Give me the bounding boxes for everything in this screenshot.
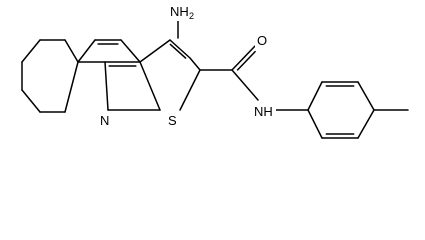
amide-nitrogen-label: NH <box>252 102 276 120</box>
bond-line <box>231 69 259 101</box>
bond-line <box>189 57 201 71</box>
bond-line <box>64 39 79 63</box>
amide-nh-text: NH <box>254 104 273 119</box>
sulfur-text: S <box>168 113 177 128</box>
double-bond-line <box>169 43 187 59</box>
bond-line <box>21 39 41 63</box>
sulfur-label: S <box>166 111 180 129</box>
bond-line <box>307 109 323 139</box>
bond-line <box>169 39 191 59</box>
bond-line <box>120 39 141 63</box>
nitrogen-text: N <box>100 113 109 128</box>
bond-line <box>139 61 161 111</box>
bond-lines <box>21 19 409 139</box>
bond-line <box>231 45 256 71</box>
bond-line <box>179 69 201 111</box>
amino-group-label: NH 2 <box>168 1 196 21</box>
bond-line <box>357 81 375 111</box>
bond-line <box>21 89 41 113</box>
ring-nitrogen-label: N <box>98 111 112 129</box>
bond-line <box>307 81 323 111</box>
carbonyl-oxygen-label: O <box>255 31 269 49</box>
amino-subscript-text: 2 <box>189 11 194 21</box>
bond-line <box>139 39 171 63</box>
oxygen-text: O <box>257 33 267 48</box>
bond-line <box>64 61 79 113</box>
bond-line <box>104 61 109 111</box>
molecular-structure-diagram: NH 2 O N S NH <box>21 1 409 139</box>
bond-line <box>357 109 375 139</box>
double-bond-line <box>236 50 256 71</box>
amino-nh-text: NH <box>170 4 189 19</box>
bond-line <box>77 39 96 63</box>
